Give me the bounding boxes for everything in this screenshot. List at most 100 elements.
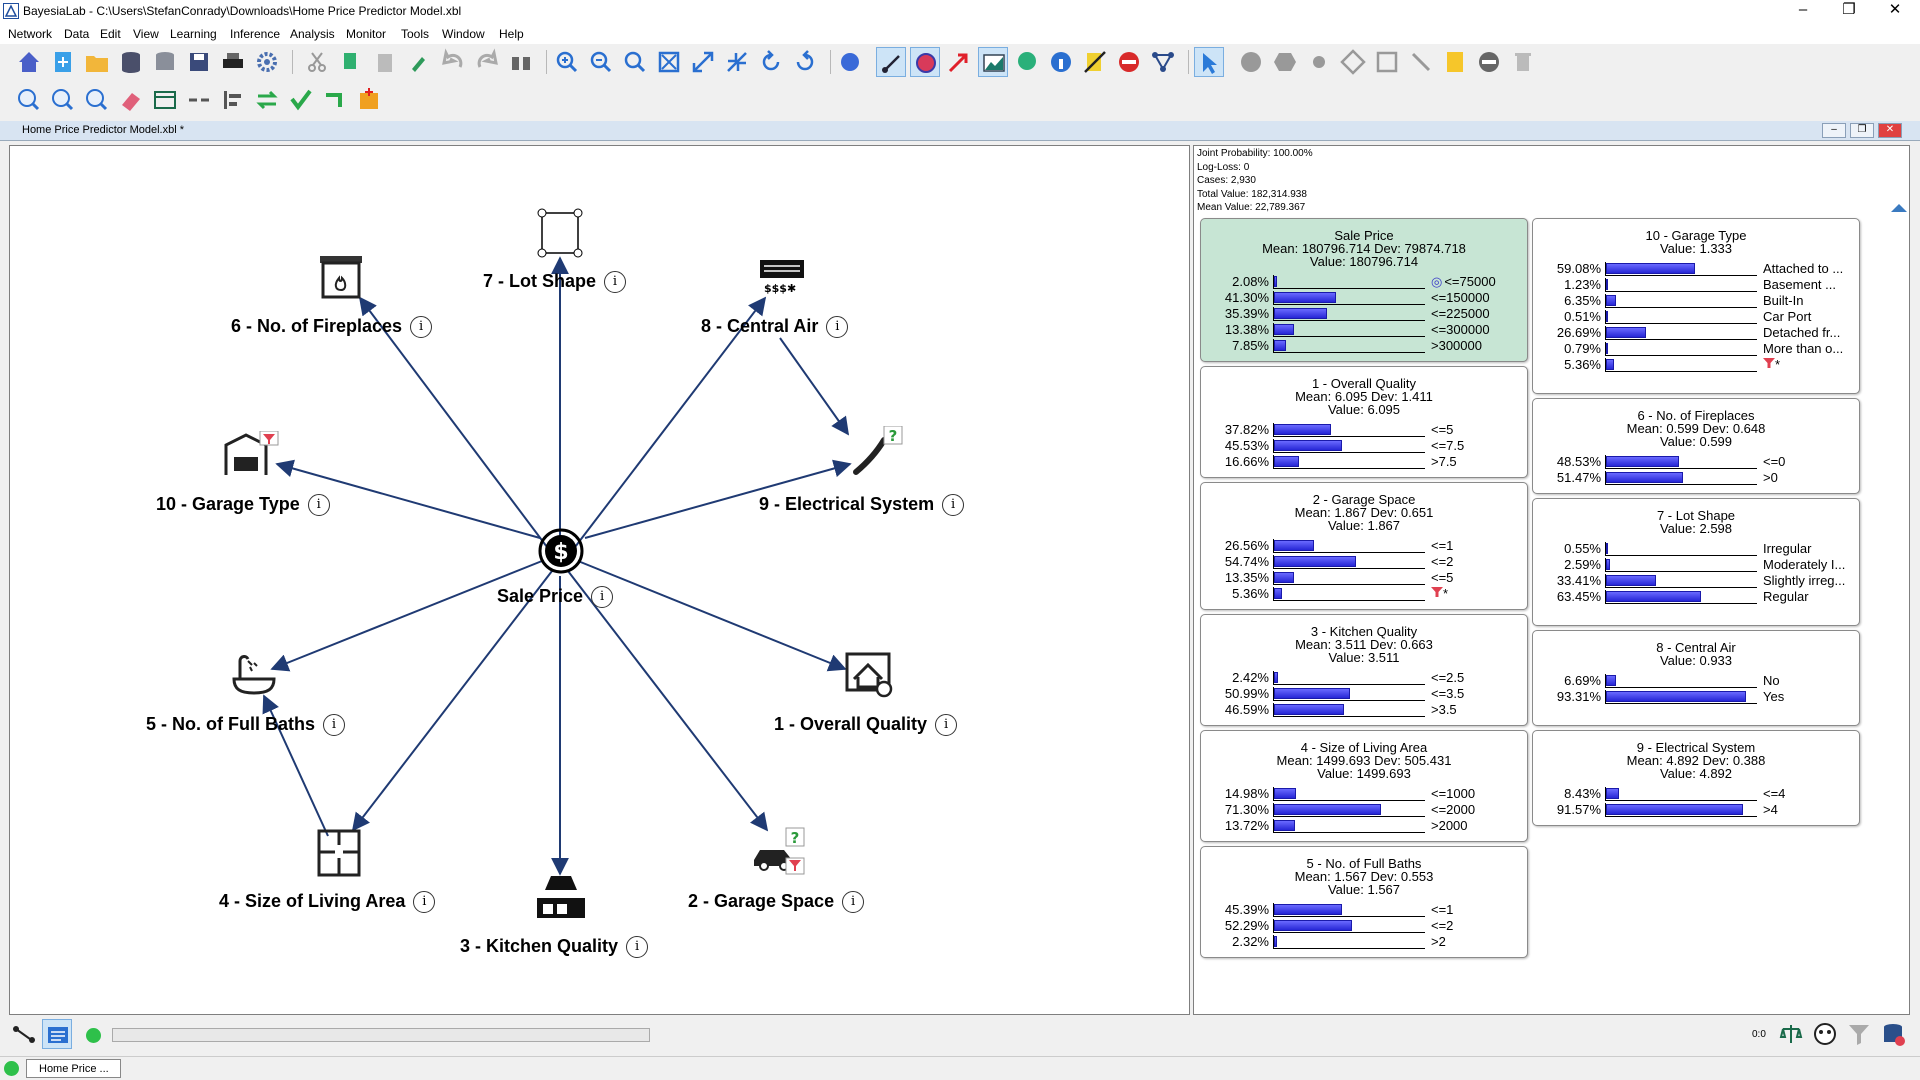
- monitor-state-row[interactable]: 6.35%Built-In: [1533, 293, 1859, 309]
- garage-icon[interactable]: [222, 430, 282, 480]
- bathtub-icon[interactable]: [228, 651, 280, 704]
- edge-saleprice-centralair[interactable]: [571, 296, 767, 552]
- trash-icon[interactable]: [1508, 47, 1538, 77]
- forbidden-icon[interactable]: [1114, 47, 1144, 77]
- monitor-state-row[interactable]: 71.30%<=2000: [1201, 802, 1527, 818]
- edge-saleprice-fullbaths[interactable]: [270, 560, 543, 672]
- monitor-state-row[interactable]: 52.29%<=2: [1201, 918, 1527, 934]
- monitor-state-row[interactable]: 14.98%<=1000: [1201, 786, 1527, 802]
- menu-network[interactable]: Network: [8, 27, 53, 41]
- exclusion-icon[interactable]: [1080, 47, 1110, 77]
- link-icon[interactable]: [1406, 47, 1436, 77]
- copy-icon[interactable]: [336, 47, 366, 77]
- edge-saleprice-fireplaces[interactable]: [358, 296, 551, 552]
- monitor-state-row[interactable]: 16.66%>7.5: [1201, 454, 1527, 470]
- monitor-state-row[interactable]: 13.35%<=5: [1201, 570, 1527, 586]
- menu-analysis[interactable]: Analysis: [290, 27, 335, 41]
- rotate-right-icon[interactable]: [790, 47, 820, 77]
- monitor-state-row[interactable]: 37.82%<=5: [1201, 422, 1527, 438]
- monitor-state-row[interactable]: 8.43%<=4: [1533, 786, 1859, 802]
- rotate-left-icon[interactable]: [756, 47, 786, 77]
- add-table-icon[interactable]: [354, 85, 384, 115]
- info-icon[interactable]: i: [591, 586, 614, 609]
- monitor-state-row[interactable]: 45.39%<=1: [1201, 902, 1527, 918]
- menu-learning[interactable]: Learning: [170, 27, 217, 41]
- undo-icon[interactable]: [438, 47, 468, 77]
- diagonal-shrink-icon[interactable]: [722, 47, 752, 77]
- expand-icon[interactable]: [654, 47, 684, 77]
- edge-livingarea-fullbaths[interactable]: [262, 694, 329, 837]
- electrical-icon[interactable]: ?: [848, 425, 904, 481]
- menu-tools[interactable]: Tools: [401, 27, 430, 41]
- menu-edit[interactable]: Edit: [100, 27, 121, 41]
- edge-saleprice-livingarea[interactable]: [351, 570, 553, 832]
- check-icon[interactable]: [286, 85, 316, 115]
- database-gray-icon[interactable]: [150, 47, 180, 77]
- monitor-state-row[interactable]: 5.36%*: [1533, 357, 1859, 373]
- remove-icon[interactable]: [1474, 47, 1504, 77]
- monitor-state-row[interactable]: 26.56%<=1: [1201, 538, 1527, 554]
- info-icon[interactable]: i: [307, 494, 330, 517]
- monitor-state-row[interactable]: 1.23%Basement ...: [1533, 277, 1859, 293]
- print-icon[interactable]: [218, 47, 248, 77]
- edge-saleprice-electrical[interactable]: [584, 459, 852, 539]
- monitor-state-row[interactable]: 2.42%<=2.5: [1201, 670, 1527, 686]
- menu-view[interactable]: View: [133, 27, 159, 41]
- garage-car-icon[interactable]: ?: [750, 826, 806, 881]
- monitor-state-row[interactable]: 63.45%Regular: [1533, 589, 1859, 605]
- central-air-icon[interactable]: $$$✱: [758, 258, 806, 297]
- zoom-reset-icon[interactable]: [82, 85, 112, 115]
- info-icon[interactable]: i: [942, 494, 965, 517]
- menu-data[interactable]: Data: [64, 27, 90, 41]
- diagonal-expand-icon[interactable]: [688, 47, 718, 77]
- zoom-in-icon[interactable]: [552, 47, 582, 77]
- filter-icon[interactable]: [1844, 1019, 1874, 1049]
- graph-structure-icon[interactable]: [1148, 47, 1178, 77]
- list-mode-icon[interactable]: [42, 1019, 72, 1049]
- settings-gear-icon[interactable]: [252, 47, 282, 77]
- redo-icon[interactable]: [472, 47, 502, 77]
- doc-restore-button[interactable]: ❐: [1850, 123, 1874, 138]
- menu-monitor[interactable]: Monitor: [346, 27, 387, 41]
- square-node-icon[interactable]: [1372, 47, 1402, 77]
- hexagon-node-icon[interactable]: [1270, 47, 1300, 77]
- node-mode-icon[interactable]: [836, 47, 866, 77]
- edge-saleprice-overallquality[interactable]: [577, 560, 847, 672]
- selection-pointer-icon[interactable]: [1194, 47, 1224, 77]
- close-button[interactable]: ✕: [1888, 1, 1902, 18]
- monitor-state-row[interactable]: 6.69%No: [1533, 673, 1859, 689]
- table-edit-icon[interactable]: [150, 85, 180, 115]
- edge-saleprice-garagespace[interactable]: [567, 570, 769, 832]
- monitor-state-row[interactable]: 0.51%Car Port: [1533, 309, 1859, 325]
- monitor-state-row[interactable]: 33.41%Slightly irreg...: [1533, 573, 1859, 589]
- menu-window[interactable]: Window: [442, 27, 485, 41]
- new-network-icon[interactable]: [48, 47, 78, 77]
- zoom-fit-icon[interactable]: [620, 47, 650, 77]
- brush-icon[interactable]: [404, 47, 434, 77]
- home-icon[interactable]: [14, 47, 44, 77]
- monitor-state-row[interactable]: 91.57%>4: [1533, 802, 1859, 818]
- mask-icon[interactable]: [1810, 1019, 1840, 1049]
- binoculars-icon[interactable]: [506, 47, 536, 77]
- open-folder-icon[interactable]: [82, 47, 112, 77]
- info-icon[interactable]: i: [413, 891, 436, 914]
- database-status-icon[interactable]: [1878, 1019, 1908, 1049]
- monitor-state-row[interactable]: 13.38%<=300000: [1201, 322, 1527, 338]
- info-icon[interactable]: i: [935, 714, 958, 737]
- monitor-state-row[interactable]: 35.39%<=225000: [1201, 306, 1527, 322]
